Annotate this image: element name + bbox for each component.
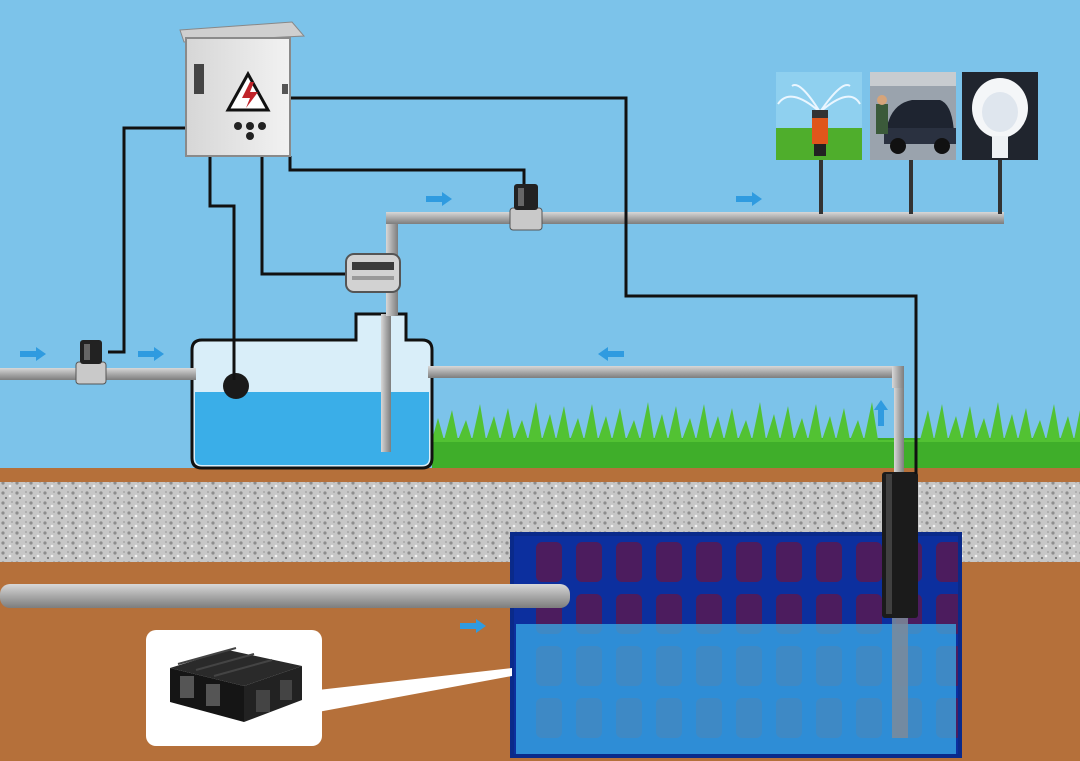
booster-pump	[345, 253, 401, 293]
car-washing-image	[870, 72, 956, 160]
module-block	[776, 542, 802, 582]
module-block	[616, 542, 642, 582]
module-block	[736, 542, 762, 582]
module-callout-pointer	[318, 668, 512, 712]
module-block	[856, 542, 882, 582]
inlet-solenoid-valve	[75, 340, 107, 385]
sky	[0, 0, 1080, 470]
module-block	[696, 542, 722, 582]
toilet-flushing-image	[962, 72, 1038, 160]
module-block	[816, 542, 842, 582]
flow-arrow-right-icon	[736, 192, 762, 206]
flow-arrow-right-icon	[138, 347, 164, 361]
flow-arrow-right-icon	[20, 347, 46, 361]
module-unit-photo	[146, 630, 322, 746]
outlet-solenoid-valve	[509, 184, 543, 231]
buffer-water-tank	[190, 312, 434, 470]
float-level-switch	[223, 373, 249, 399]
topsoil-layer	[0, 468, 1080, 482]
submersible-pump	[882, 380, 918, 738]
module-block	[536, 542, 562, 582]
flow-arrow-left-icon	[598, 347, 624, 361]
flow-arrows	[20, 192, 888, 633]
control-wiring	[108, 96, 918, 474]
grass	[432, 402, 1080, 472]
module-block	[936, 542, 962, 582]
flow-arrow-right-icon	[460, 619, 486, 633]
flow-arrow-right-icon	[426, 192, 452, 206]
module-block	[656, 542, 682, 582]
control-box	[179, 21, 306, 157]
flow-arrow-up-icon	[874, 400, 888, 426]
inlet-pipe-underground	[0, 584, 570, 608]
module-block	[576, 542, 602, 582]
sprinkler-irrigation-image	[776, 72, 862, 160]
